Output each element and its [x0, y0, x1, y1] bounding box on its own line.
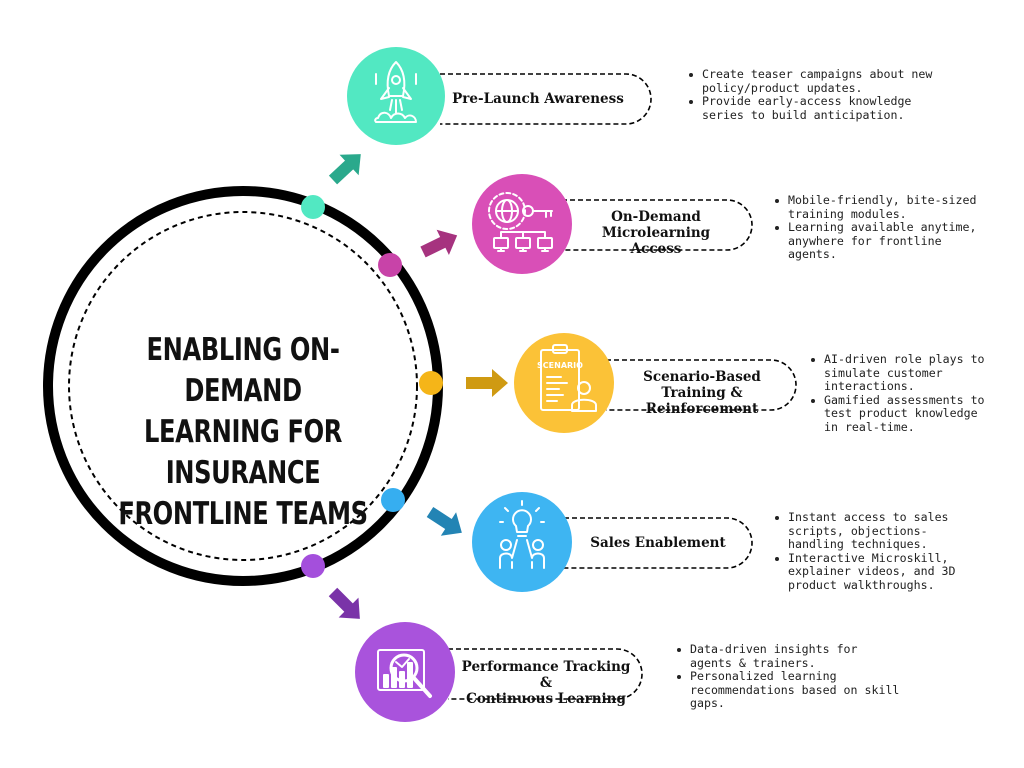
scenario-icon-text: SCENARIO — [537, 361, 583, 370]
bullet-item: Interactive Microskill, explainer videos… — [772, 551, 972, 593]
globe-key-network-icon — [488, 192, 553, 252]
stage-label-line: Scenario-Based Training & — [643, 369, 761, 401]
stage-label-line: On-Demand Microlearning — [601, 209, 711, 241]
hub-inner-dashed-ring — [68, 211, 418, 561]
stage-circle-sales — [472, 492, 572, 592]
arrow-scenario — [466, 369, 508, 397]
arrow-pre-launch — [328, 154, 361, 185]
bullet-item: Mobile-friendly, bite-sized training mod… — [772, 193, 992, 221]
label-capsule-performance — [448, 648, 643, 700]
arrow-performance — [328, 587, 360, 619]
bullet-list-scenario: AI-driven role plays to simulate custome… — [808, 352, 998, 435]
analytics-magnifier-icon — [377, 649, 432, 698]
bullet-item: Gamified assessments to test product kno… — [808, 393, 998, 435]
bullet-item: Data-driven insights for agents & traine… — [674, 642, 904, 670]
ring-dot-pre-launch — [301, 195, 325, 219]
label-capsule-microlearning — [562, 199, 753, 251]
title-line: ENABLING ON-DEMAND — [146, 332, 340, 409]
bullet-item: Create teaser campaigns about new policy… — [686, 67, 936, 95]
bullet-list-microlearning: Mobile-friendly, bite-sized training mod… — [772, 193, 992, 262]
bullet-item: Provide early-access knowledge series to… — [686, 94, 936, 122]
idea-teamwork-icon — [499, 500, 545, 569]
stage-label-line: Performance Tracking & — [461, 659, 631, 691]
stage-label-pre-launch: Pre-Launch Awareness — [443, 91, 633, 107]
title-line: LEARNING FOR INSURANCE — [143, 414, 342, 491]
label-capsule-sales — [564, 517, 753, 569]
label-capsule-scenario — [606, 359, 797, 411]
bullet-item: AI-driven role plays to simulate custome… — [808, 352, 998, 394]
bullet-item: Personalized learning recommendations ba… — [674, 669, 904, 711]
bullet-item: Instant access to sales scripts, objecti… — [772, 510, 972, 552]
rocket-icon — [374, 61, 417, 123]
bullet-list-sales: Instant access to sales scripts, objecti… — [772, 510, 972, 593]
stage-label-microlearning: On-Demand Microlearning Access — [566, 209, 746, 257]
scenario-clipboard-icon: SCENARIO — [537, 344, 597, 412]
stage-label-line: Continuous Learning — [466, 691, 626, 707]
ring-dot-performance — [301, 554, 325, 578]
bullet-item: Learning available anytime, anywhere for… — [772, 220, 992, 262]
stage-label-line: Access — [630, 241, 682, 257]
ring-dot-sales — [381, 488, 405, 512]
title-line: FRONTLINE TEAMS — [118, 496, 368, 532]
stage-circle-microlearning — [472, 174, 572, 274]
arrow-microlearning — [420, 229, 458, 258]
label-capsule-pre-launch — [440, 73, 652, 125]
stage-label-sales: Sales Enablement — [568, 535, 748, 551]
stage-label-line: Reinforcement — [645, 401, 759, 417]
bullet-list-performance: Data-driven insights for agents & traine… — [674, 642, 904, 711]
arrow-sales — [426, 506, 462, 536]
ring-dot-microlearning — [378, 253, 402, 277]
ring-dot-scenario — [419, 371, 443, 395]
stage-label-scenario: Scenario-Based Training & Reinforcement — [612, 369, 792, 417]
bullet-list-pre-launch: Create teaser campaigns about new policy… — [686, 67, 936, 122]
stage-label-performance: Performance Tracking & Continuous Learni… — [456, 659, 636, 707]
stage-label-line: Sales Enablement — [590, 535, 726, 551]
stage-label-line: Pre-Launch Awareness — [452, 91, 624, 107]
main-title: ENABLING ON-DEMAND LEARNING FOR INSURANC… — [99, 330, 388, 535]
